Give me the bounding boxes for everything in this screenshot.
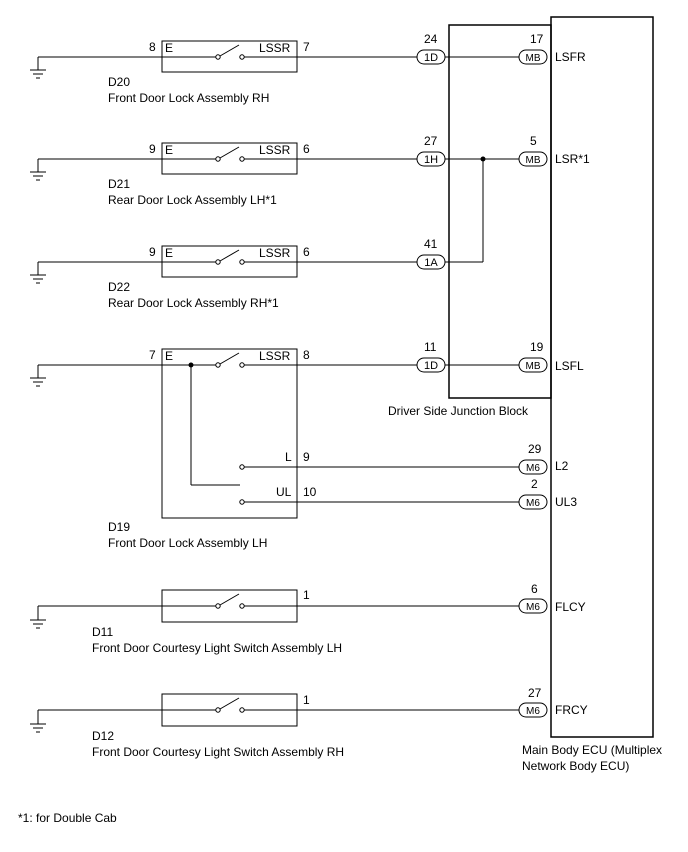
label-e: E	[165, 41, 173, 55]
component-name: Front Door Courtesy Light Switch Assembl…	[92, 745, 344, 759]
pin-l: 9	[303, 450, 310, 464]
ground-icon	[30, 171, 46, 181]
terminal-pin: 2	[531, 477, 538, 491]
label-ul: UL	[276, 485, 292, 499]
component-id: D21	[108, 177, 130, 191]
connector-code: M6	[526, 706, 540, 717]
ecu-terminal-flcy: M6 6 FLCY	[518, 582, 586, 614]
ground-icon	[30, 377, 46, 387]
ecu-label-line2: Network Body ECU)	[522, 759, 629, 773]
pin-e: 9	[149, 142, 156, 156]
connector-pin: 24	[424, 32, 438, 46]
pin-out: 8	[303, 348, 310, 362]
label-lssr: LSSR	[259, 349, 291, 363]
terminal-pin: 19	[530, 340, 544, 354]
terminal-signal: LSR*1	[555, 152, 590, 166]
terminal-signal: FRCY	[555, 703, 588, 717]
switch-d19: 7 E LSSR 8 L 9 UL 10 D19 Front Door Lock…	[30, 348, 519, 550]
jb-connector-3: 1A 41	[416, 237, 446, 270]
switch-d22: 9 E LSSR 6 D22 Rear Door Lock Assembly R…	[30, 245, 417, 310]
terminal-signal: LSFL	[555, 359, 584, 373]
terminal-signal: FLCY	[555, 600, 586, 614]
connector-code: MB	[526, 53, 541, 64]
ecu-terminal-frcy: M6 27 FRCY	[518, 686, 588, 718]
ecu-terminal-l2: M6 29 L2	[518, 442, 569, 475]
component-name: Front Door Courtesy Light Switch Assembl…	[92, 641, 342, 655]
connector-code: M6	[526, 463, 540, 474]
jb-connector-4: 1D 11	[416, 340, 446, 373]
pin-e: 8	[149, 40, 156, 54]
component-name: Front Door Lock Assembly RH	[108, 91, 269, 105]
connector-code: 1D	[424, 52, 438, 64]
label-e: E	[165, 143, 173, 157]
terminal-signal: LSFR	[555, 50, 586, 64]
component-id: D19	[108, 520, 130, 534]
component-id: D12	[92, 729, 114, 743]
switch-d21: 9 E LSSR 6 D21 Rear Door Lock Assembly L…	[30, 142, 417, 207]
label-lssr: LSSR	[259, 41, 291, 55]
ecu-terminal-lsfl: MB 19 LSFL	[518, 340, 584, 373]
component-id: D11	[92, 625, 113, 639]
connector-pin: 11	[424, 340, 437, 354]
label-l: L	[285, 450, 292, 464]
ecu-label-line1: Main Body ECU (Multiplex	[522, 743, 662, 757]
pin-out: 7	[303, 40, 310, 54]
component-id: D22	[108, 280, 130, 294]
label-lssr: LSSR	[259, 246, 291, 260]
junction-block-wiring	[445, 56, 519, 366]
pin-e: 7	[149, 348, 156, 362]
terminal-signal: L2	[555, 459, 569, 473]
connector-code: M6	[526, 602, 540, 613]
switch-d12: 1 D12 Front Door Courtesy Light Switch A…	[30, 693, 519, 759]
terminal-signal: UL3	[555, 495, 577, 509]
connector-code: MB	[526, 361, 541, 372]
terminal-pin: 6	[531, 582, 538, 596]
component-name: Rear Door Lock Assembly LH*1	[108, 193, 277, 207]
splice-point	[480, 156, 486, 162]
ground-icon	[30, 274, 46, 284]
connector-pin: 27	[424, 134, 438, 148]
connector-code: 1H	[424, 154, 438, 166]
pin-out: 6	[303, 245, 310, 259]
footnote: *1: for Double Cab	[18, 811, 117, 825]
ground-icon	[30, 619, 46, 629]
switch-d20: 8 E LSSR 7 D20 Front Door Lock Assembly …	[30, 40, 417, 105]
ecu-terminal-lsfr: MB 17 LSFR	[518, 32, 586, 65]
terminal-pin: 17	[530, 32, 544, 46]
component-id: D20	[108, 75, 130, 89]
terminal-pin: 29	[528, 442, 542, 456]
component-name: Rear Door Lock Assembly RH*1	[108, 296, 279, 310]
switch-d11: 1 D11 Front Door Courtesy Light Switch A…	[30, 588, 519, 655]
label-e: E	[165, 349, 173, 363]
ground-icon	[30, 69, 46, 79]
ecu-terminal-lsr: MB 5 LSR*1	[518, 134, 590, 167]
ground-icon	[30, 723, 46, 733]
connector-code: MB	[526, 155, 541, 166]
connector-code: 1A	[424, 257, 438, 269]
terminal-pin: 27	[528, 686, 542, 700]
junction-block-body	[448, 24, 552, 399]
pin-out: 6	[303, 142, 310, 156]
switch-box	[161, 348, 298, 519]
jb-connector-1: 1D 24	[416, 32, 446, 65]
connector-pin: 41	[424, 237, 438, 251]
ecu-body	[550, 16, 654, 738]
label-lssr: LSSR	[259, 143, 291, 157]
pin-out: 1	[303, 693, 310, 707]
connector-code: 1D	[424, 360, 438, 372]
pin-out: 1	[303, 588, 310, 602]
jb-connector-2: 1H 27	[416, 134, 446, 167]
terminal-pin: 5	[530, 134, 537, 148]
ecu-terminal-ul3: M6 2 UL3	[518, 477, 577, 510]
junction-block-label: Driver Side Junction Block	[388, 404, 529, 418]
label-e: E	[165, 246, 173, 260]
connector-code: M6	[526, 498, 540, 509]
pin-ul: 10	[303, 485, 317, 499]
component-name: Front Door Lock Assembly LH	[108, 536, 267, 550]
pin-e: 9	[149, 245, 156, 259]
